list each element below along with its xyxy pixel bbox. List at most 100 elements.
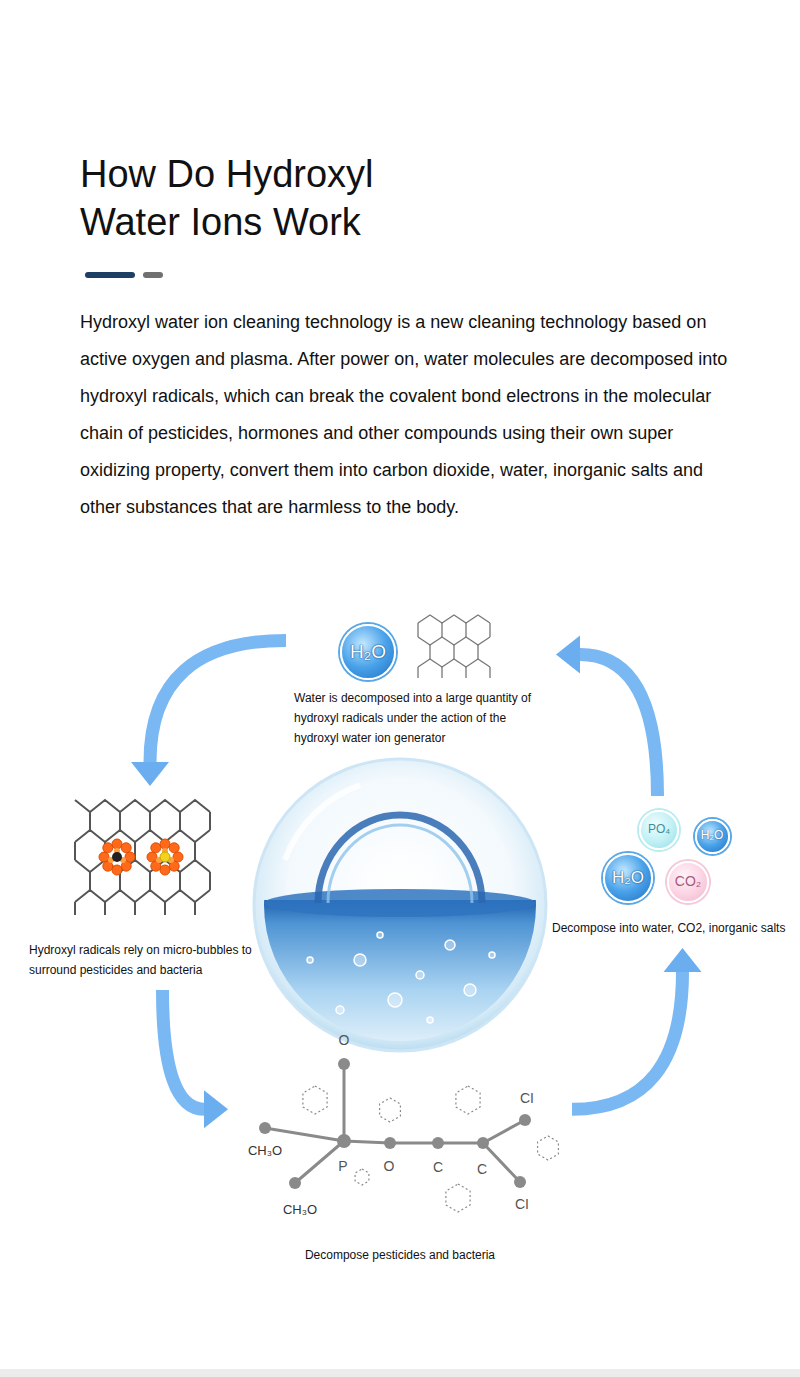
arrow-shaft [150, 640, 286, 762]
pesticide-cluster [112, 852, 122, 862]
atom-label: CH₃O [248, 1143, 282, 1159]
title-underline [85, 272, 135, 278]
water-sphere [464, 984, 476, 996]
water-sphere [388, 993, 402, 1007]
molecule-circle: H₂O [695, 819, 730, 854]
stage-group: Hydroxyl radicals rely on micro-bubbles … [25, 790, 275, 986]
molecule-formula: H₂O [350, 642, 386, 663]
pesticide-structure [303, 1086, 559, 1212]
atom-label: O [339, 1032, 350, 1048]
pesticide-lattice [75, 902, 195, 915]
pesticide-lattice [90, 812, 210, 830]
cycle-arrow [572, 948, 702, 1109]
pesticide-structure [338, 1058, 350, 1070]
title-underline [85, 272, 163, 278]
atom-label: C [477, 1161, 487, 1177]
pesticide-lattice [75, 890, 210, 902]
water-sphere [255, 900, 545, 1050]
stage-caption: Hydroxyl radicals rely on micro-bubbles … [29, 940, 271, 980]
pesticide-structure [538, 1136, 559, 1160]
water-sphere [445, 940, 455, 950]
pesticide-structure [432, 1137, 444, 1149]
water-sphere [328, 825, 472, 903]
pesticide-structure [259, 1122, 271, 1134]
stage-caption: Decompose into water, CO2, inorganic sal… [552, 918, 788, 938]
title-heading: How Do Hydroxyl Water Ions Work [80, 150, 420, 246]
pesticide-structure [337, 1134, 351, 1148]
pesticide-structure [456, 1086, 480, 1114]
pesticide-structure [265, 1064, 525, 1183]
pesticide-structure [477, 1137, 489, 1149]
water-sphere [254, 759, 546, 1051]
molecule-circle: CO₂ [667, 861, 709, 903]
pesticide-lattice [75, 800, 210, 812]
pesticide-cluster [147, 839, 183, 875]
lattice-molecule [418, 667, 490, 678]
footer-band [0, 1369, 800, 1377]
arrow-head [556, 636, 580, 674]
stage-caption: Water is decomposed into a large quantit… [294, 688, 548, 748]
pesticide-cluster [160, 852, 170, 862]
arrow-head [204, 1090, 228, 1128]
molecule-circle: H₂O [603, 853, 653, 903]
atom-label: P [338, 1158, 347, 1174]
intro-text: Hydroxyl water ion cleaning technology i… [80, 304, 745, 526]
lattice-molecule [418, 659, 490, 667]
pesticide-lattice [75, 860, 210, 872]
molecule-circle: PO₄ [639, 810, 679, 850]
pesticide-structure [289, 1177, 301, 1189]
arrow-head [664, 948, 702, 972]
pesticide-structure [355, 1169, 369, 1185]
pesticide-structure [380, 1098, 401, 1122]
pesticide-structure [384, 1137, 396, 1149]
pesticide-structure [259, 1058, 558, 1212]
pesticide-structure [259, 1058, 531, 1189]
cycle-arrow [556, 636, 658, 796]
pesticide-cluster [99, 839, 135, 875]
stage-caption: Decompose pesticides and bacteria [232, 1245, 568, 1265]
arrow-shaft [163, 990, 205, 1109]
arrow-head [131, 762, 169, 786]
lattice-molecule [418, 637, 490, 645]
pesticide-structure [519, 1114, 531, 1126]
water-sphere [318, 815, 482, 903]
water-sphere [489, 952, 495, 958]
water-sphere [307, 932, 495, 1023]
pesticide-lattice [75, 830, 210, 842]
molecule-circle: H₂O [340, 624, 396, 680]
molecule-formula: CO₂ [675, 874, 701, 889]
molecule-formula: H₂O [612, 869, 644, 888]
atom-label: CI [515, 1196, 529, 1212]
water-sphere [416, 971, 424, 979]
molecule-formula: H₂O [701, 829, 724, 842]
stage-group: Water is decomposed into a large quantit… [290, 612, 552, 754]
atom-label: CI [520, 1090, 534, 1106]
lattice-molecule [418, 623, 490, 637]
atom-label: O [384, 1158, 395, 1174]
molecule-formula: PO₄ [648, 823, 670, 836]
pesticide-structure [514, 1176, 526, 1188]
arrow-shaft [572, 972, 683, 1109]
water-sphere [377, 932, 383, 938]
atom-label: C [433, 1159, 443, 1175]
pesticide-structure [303, 1086, 327, 1114]
arrow-shaft [580, 655, 658, 796]
lattice-molecule [418, 615, 490, 623]
lattice-molecule [418, 615, 490, 678]
water-sphere [264, 889, 536, 917]
water-sphere [254, 759, 546, 1051]
cycle-arrow [163, 990, 229, 1128]
pesticide-structure [265, 1064, 525, 1183]
pesticide-cluster [99, 839, 183, 875]
water-sphere [427, 1017, 433, 1023]
atom-label: CH₃O [283, 1202, 317, 1218]
water-sphere [354, 954, 366, 966]
water-sphere [336, 1006, 344, 1014]
pesticide-structure [446, 1184, 470, 1212]
title-underline [143, 272, 163, 278]
water-sphere [307, 957, 313, 963]
lattice-molecule [430, 645, 478, 659]
pesticide-lattice [75, 800, 210, 915]
stage-group: Decompose into water, CO2, inorganic sal… [545, 800, 795, 944]
